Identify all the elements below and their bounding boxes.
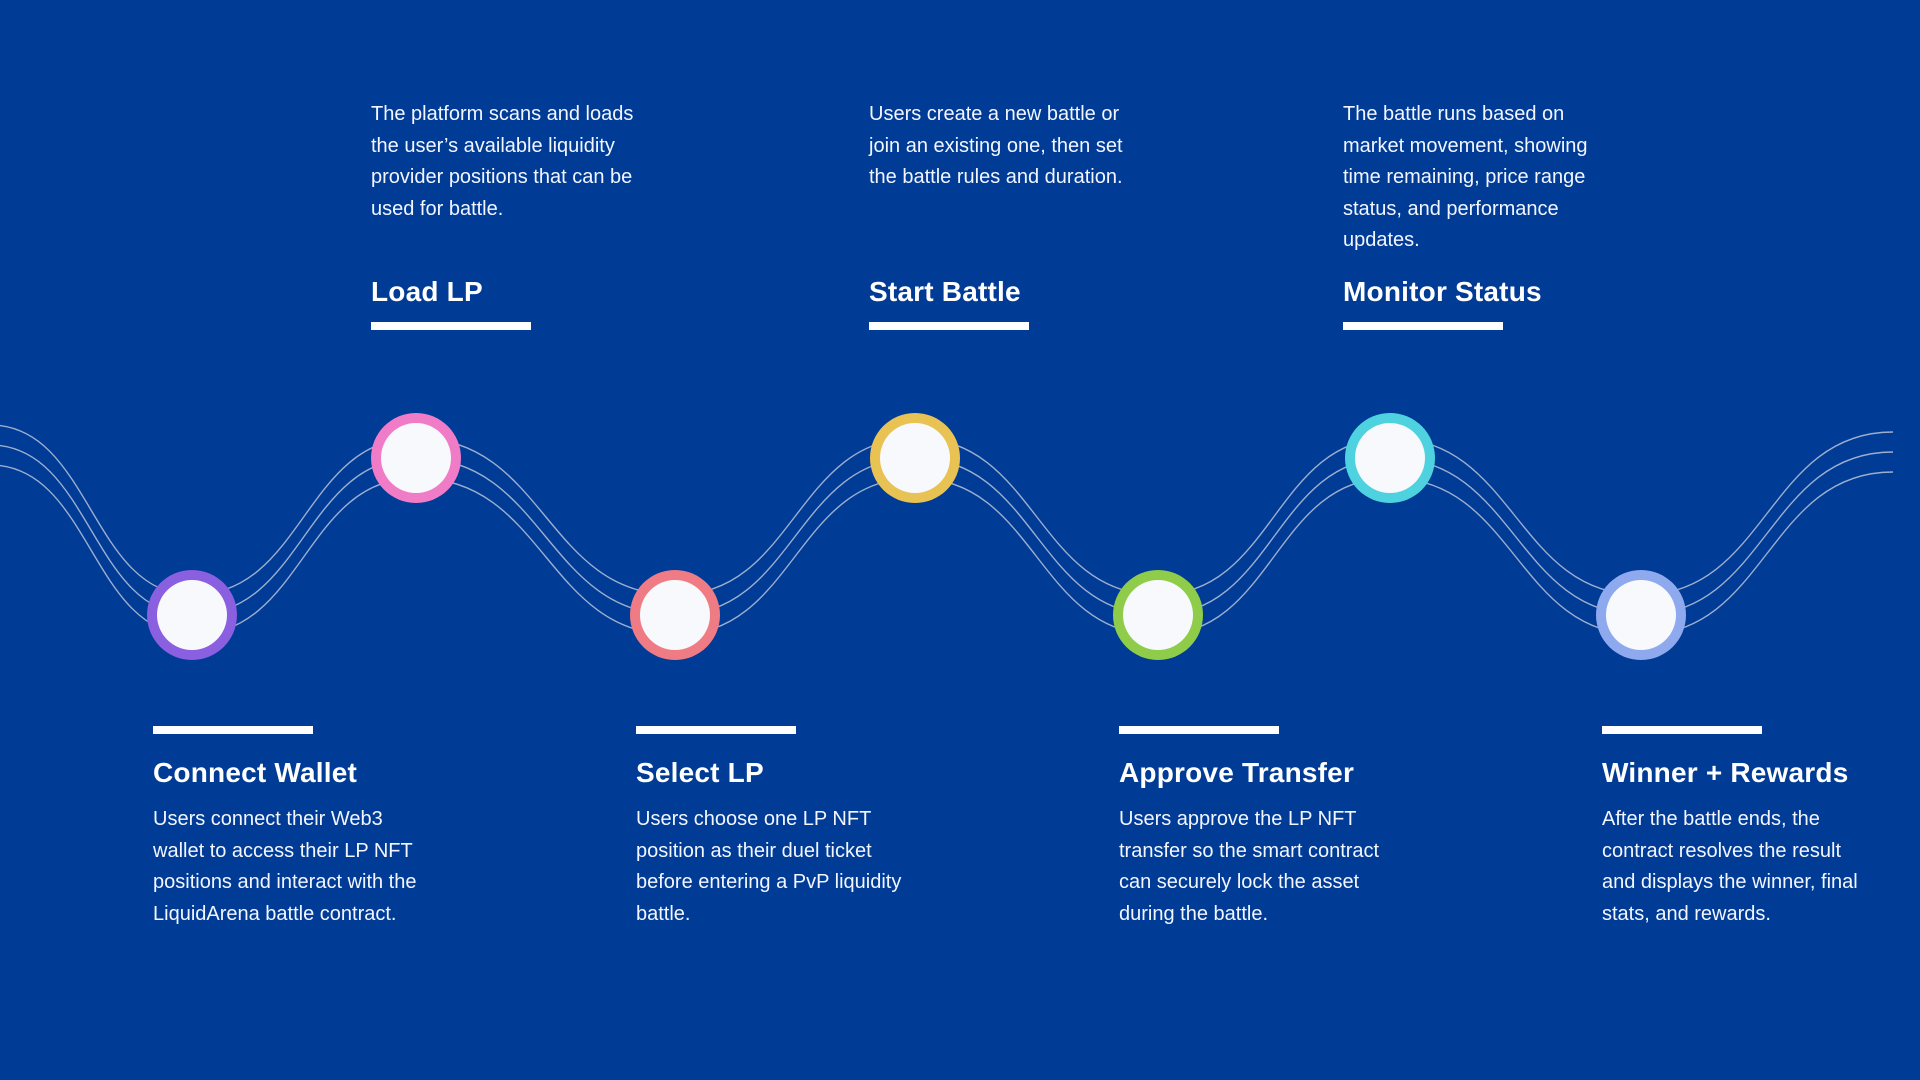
step-title: Monitor Status xyxy=(1343,276,1542,307)
step-title: Load LP xyxy=(371,276,483,307)
step-description: Users create a new battle or join an exi… xyxy=(869,103,1123,188)
step-description: Users choose one LP NFT position as thei… xyxy=(636,808,902,925)
step-description: Users approve the LP NFT transfer so the… xyxy=(1119,808,1380,925)
step-underline xyxy=(1119,726,1279,734)
step-node-center xyxy=(157,580,227,650)
step-node-center xyxy=(1123,580,1193,650)
step-description: The platform scans and loads the user’s … xyxy=(371,103,634,220)
step-node-center xyxy=(381,423,451,493)
step-title: Start Battle xyxy=(869,276,1021,307)
step-node-center xyxy=(640,580,710,650)
step-underline xyxy=(1343,322,1503,330)
step-underline xyxy=(371,322,531,330)
step-description: After the battle ends, the contract reso… xyxy=(1602,808,1858,925)
step-title: Select LP xyxy=(636,757,764,788)
step-underline xyxy=(1602,726,1762,734)
step-node-center xyxy=(880,423,950,493)
step-description: The battle runs based on market movement… xyxy=(1343,103,1588,251)
step-underline xyxy=(153,726,313,734)
step-node-group xyxy=(147,413,1686,660)
step-description: Users connect their Web3 wallet to acces… xyxy=(153,808,417,925)
step-title: Winner + Rewards xyxy=(1602,757,1849,788)
step-title: Connect Wallet xyxy=(153,757,357,788)
step-underline xyxy=(636,726,796,734)
step-underline xyxy=(869,322,1029,330)
step-node-center xyxy=(1606,580,1676,650)
step-title: Approve Transfer xyxy=(1119,757,1355,788)
step-node-center xyxy=(1355,423,1425,493)
